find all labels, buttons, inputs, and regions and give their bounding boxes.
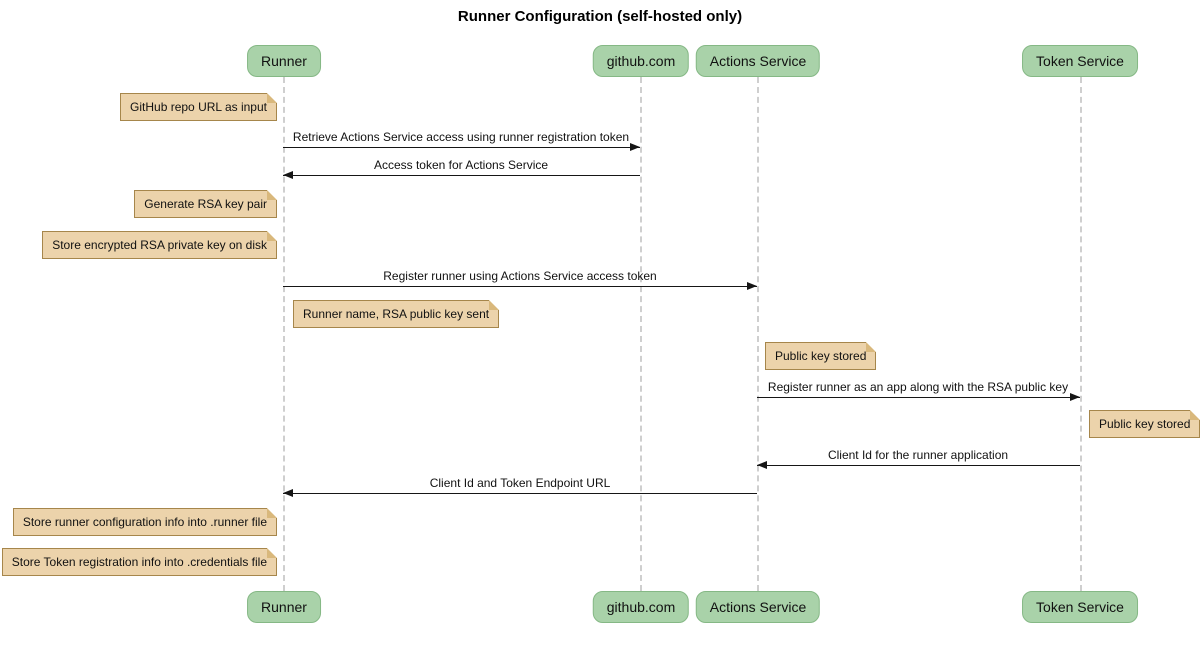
message-label-register-app: Register runner as an app along with the…: [767, 380, 1069, 394]
actor-runner-top: Runner: [247, 45, 321, 77]
note-github-repo-url: GitHub repo URL as input: [120, 93, 277, 121]
arrowhead-right-icon: [747, 282, 757, 290]
message-label-access-token: Access token for Actions Service: [373, 158, 549, 172]
actor-runner-bottom: Runner: [247, 591, 321, 623]
lifeline-runner: [283, 77, 285, 591]
arrowhead-left-icon: [283, 171, 293, 179]
arrowhead-right-icon: [1070, 393, 1080, 401]
message-line-access-token: [283, 175, 640, 176]
note-runner-name-sent: Runner name, RSA public key sent: [293, 300, 500, 328]
actor-actions-service-top: Actions Service: [695, 45, 821, 77]
message-line-register-runner: [283, 286, 757, 287]
message-line-retrieve-actions-access: [283, 147, 640, 148]
actor-actions-service-bottom: Actions Service: [695, 591, 821, 623]
message-label-retrieve-actions-access: Retrieve Actions Service access using ru…: [292, 130, 630, 144]
actor-token-service-top: Token Service: [1022, 45, 1138, 77]
note-store-credentials-file: Store Token registration info into .cred…: [1, 548, 278, 576]
arrowhead-right-icon: [630, 143, 640, 151]
lifeline-github: [640, 77, 642, 591]
lifeline-actions-service: [757, 77, 759, 591]
lifeline-token-service: [1080, 77, 1082, 591]
message-label-client-id-endpoint: Client Id and Token Endpoint URL: [429, 476, 611, 490]
diagram-title: Runner Configuration (self-hosted only): [457, 8, 743, 25]
note-public-key-stored-actions: Public key stored: [765, 342, 877, 370]
arrowhead-left-icon: [757, 461, 767, 469]
note-store-private-key: Store encrypted RSA private key on disk: [42, 231, 277, 259]
note-generate-rsa-keypair: Generate RSA key pair: [134, 190, 277, 218]
message-line-client-id: [757, 465, 1080, 466]
message-line-register-app: [757, 397, 1080, 398]
note-store-runner-file: Store runner configuration info into .ru…: [12, 508, 278, 536]
actor-token-service-bottom: Token Service: [1022, 591, 1138, 623]
note-public-key-stored-token: Public key stored: [1089, 410, 1200, 438]
message-line-client-id-endpoint: [283, 493, 757, 494]
actor-github-top: github.com: [592, 45, 690, 77]
actor-github-bottom: github.com: [592, 591, 690, 623]
message-label-client-id: Client Id for the runner application: [827, 448, 1009, 462]
arrowhead-left-icon: [283, 489, 293, 497]
message-label-register-runner: Register runner using Actions Service ac…: [383, 269, 657, 283]
